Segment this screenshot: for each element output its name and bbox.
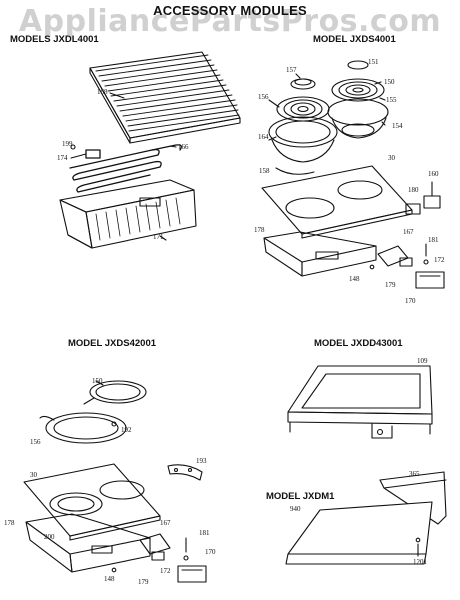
leader-156	[269, 100, 279, 107]
drip-bowl-front	[269, 117, 337, 162]
part-179-mid: 179	[138, 578, 149, 586]
leader-174	[71, 154, 86, 158]
leader-155	[380, 98, 385, 100]
infinite-switch-disk	[178, 566, 206, 582]
grill-pan	[60, 180, 196, 248]
solid-disk-element-small	[84, 381, 146, 404]
receptacle-bracket-disk	[140, 534, 170, 560]
cover-handle-rail	[380, 472, 446, 524]
coil-element-large-rear	[332, 61, 384, 101]
screw-172-mid	[184, 556, 188, 560]
part-168: 168	[97, 88, 108, 96]
part-172-mid: 172	[160, 567, 171, 575]
part-156-mid: 156	[30, 438, 41, 446]
screw-148	[370, 265, 374, 269]
screw-192	[112, 422, 116, 426]
part-150: 150	[384, 78, 395, 86]
leader-150	[375, 82, 381, 84]
trim-ring	[276, 168, 314, 174]
screw-1201	[416, 538, 420, 542]
part-109: 109	[417, 357, 428, 365]
part-179: 179	[385, 281, 396, 289]
part-178: 178	[254, 226, 265, 234]
part-150-mid: 150	[92, 377, 103, 385]
part-1201: 1201	[413, 558, 427, 566]
model-label-coil-top: MODEL JXDS4001	[313, 34, 396, 45]
part-180: 180	[408, 186, 419, 194]
part-30: 30	[388, 154, 395, 162]
drip-bowl-rear	[328, 99, 388, 138]
part-148-mid: 148	[104, 575, 115, 583]
part-193-mid: 193	[196, 457, 207, 465]
terminal-block-coil	[406, 182, 440, 214]
leader-168	[110, 93, 124, 98]
part-192-mid: 192	[121, 426, 132, 434]
part-164: 164	[258, 133, 269, 141]
part-365: 365	[409, 470, 420, 478]
part-30-mid: 30	[30, 471, 37, 479]
part-167: 167	[403, 228, 414, 236]
part-151: 151	[368, 58, 379, 66]
part-154: 154	[392, 122, 403, 130]
model-label-griddle: MODEL JXDD43001	[314, 338, 403, 349]
screw-172	[424, 260, 428, 264]
leader-166	[170, 146, 176, 147]
part-155: 155	[386, 96, 397, 104]
part-172: 172	[434, 256, 445, 264]
part-178-mid: 178	[4, 519, 15, 527]
part-200-mid: 200	[44, 533, 55, 541]
disk-cooktop-panel	[24, 464, 160, 540]
receptacle-bracket-coil	[378, 246, 412, 266]
solid-disk-element-large	[40, 413, 126, 443]
part-174: 174	[57, 154, 68, 162]
part-157: 157	[286, 66, 297, 74]
part-940: 940	[290, 505, 301, 513]
coil-module-pan	[264, 232, 376, 276]
leader-150-mid	[96, 381, 103, 385]
part-160: 160	[428, 170, 439, 178]
grill-grate	[90, 52, 240, 143]
part-170-mid: 170	[205, 548, 216, 556]
infinite-switch-coil	[416, 272, 444, 288]
model-label-griddle-grill: MODELS JXDL4001	[10, 34, 99, 45]
part-166: 166	[178, 143, 189, 151]
leader-171	[160, 236, 166, 240]
part-199: 199	[62, 140, 73, 148]
model-label-solid-disk: MODEL JXDS42001	[68, 338, 157, 349]
part-148: 148	[349, 275, 360, 283]
leader-164	[269, 137, 276, 140]
part-170: 170	[405, 297, 416, 305]
part-181-mid: 181	[199, 529, 210, 537]
part-167-mid: 167	[160, 519, 171, 527]
disk-module-pan	[26, 514, 150, 572]
part-181: 181	[428, 236, 439, 244]
part-156: 156	[258, 93, 269, 101]
coil-cooktop-panel	[262, 166, 412, 238]
model-label-cover: MODEL JXDM1	[266, 491, 335, 502]
leader-154	[382, 122, 385, 125]
part-158: 158	[259, 167, 270, 175]
screw-199	[71, 145, 75, 149]
coil-element-small	[291, 79, 315, 89]
watermark: AppliancePartsPros.com	[18, 4, 442, 39]
cover-panel	[286, 502, 432, 564]
part-171: 171	[153, 233, 164, 241]
leader-157	[296, 74, 300, 78]
griddle-plate	[288, 366, 432, 438]
trim-bracket	[168, 465, 202, 480]
screw-148-mid	[112, 568, 116, 572]
diagram-title: ACCESSORY MODULES	[153, 3, 307, 18]
